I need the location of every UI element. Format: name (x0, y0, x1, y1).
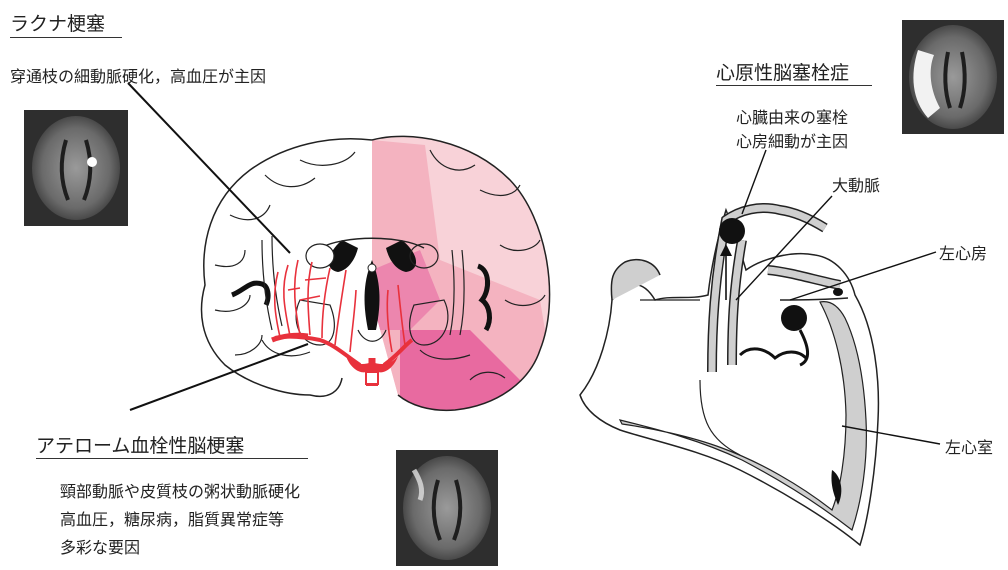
mri-lacunar (24, 110, 128, 226)
heart-diagram (580, 208, 878, 545)
mri-athero (396, 450, 498, 566)
mri-cardio (902, 20, 1004, 134)
brain-section (202, 120, 560, 420)
